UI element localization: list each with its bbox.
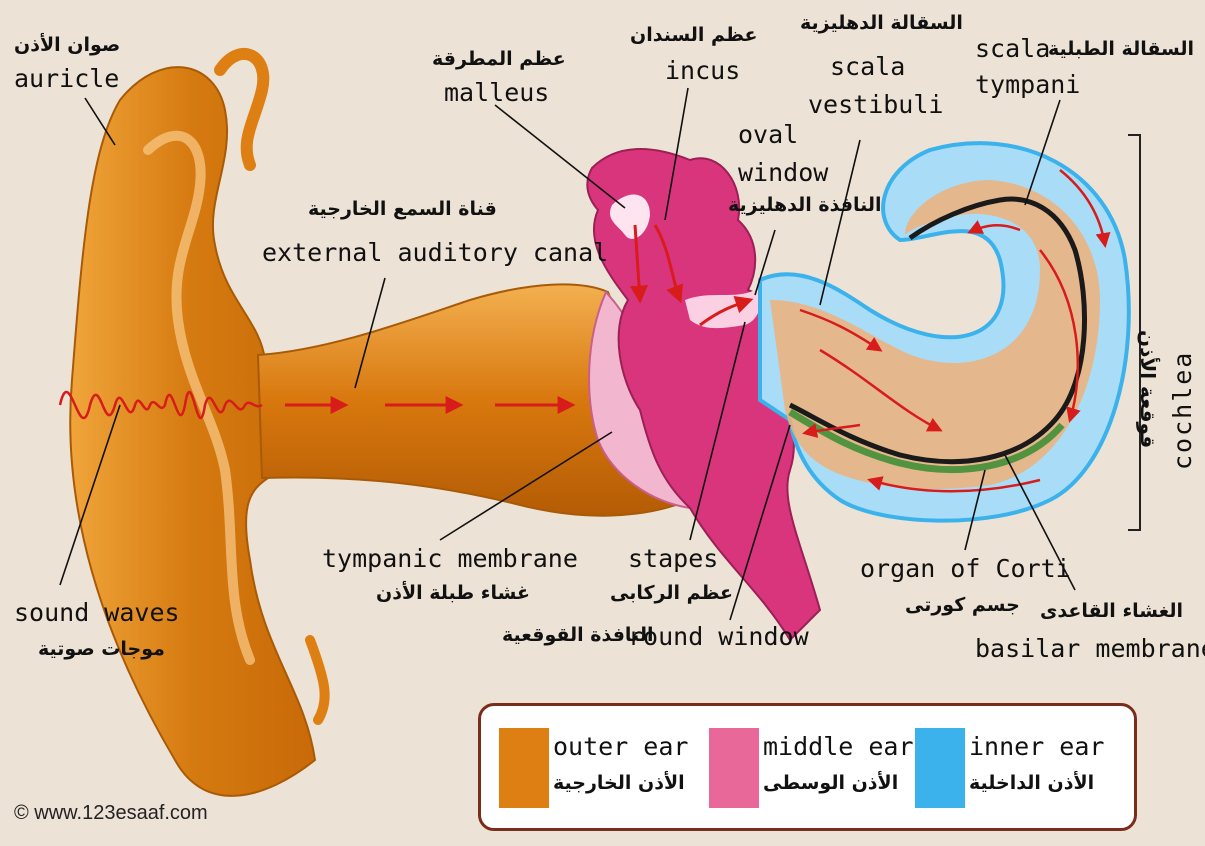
legend-inner-ear-ar: الأذن الداخلية <box>969 772 1094 794</box>
tympanic-membrane-label: tympanic membrane <box>322 546 578 571</box>
scala-vestibuli-label-ar: السقالة الدهليزية <box>800 14 963 33</box>
oval-window-label-1: oval <box>738 122 798 147</box>
basilar-membrane-label-ar: الغشاء القاعدى <box>1040 602 1183 621</box>
legend-outer-ear: outer ear <box>553 732 688 761</box>
legend-middle-ear-ar: الأذن الوسطى <box>763 772 898 794</box>
scala-tympani-label-2: tympani <box>975 72 1080 97</box>
scala-tympani-label-1: scala <box>975 36 1050 61</box>
scala-vestibuli-label-1: scala <box>830 54 905 79</box>
round-window-label: round window <box>628 624 809 649</box>
canal-label: external auditory canal <box>262 240 608 265</box>
organ-of-corti-label-ar: جسم كورتى <box>905 596 1020 615</box>
canal-label-ar: قناة السمع الخارجية <box>308 200 497 219</box>
sound-waves-label-ar: موجات صوتية <box>38 640 165 659</box>
cochlea-label: cochlea <box>1168 351 1197 470</box>
scala-tympani-label-ar: السقالة الطبلية <box>1048 40 1194 59</box>
stapes-label-ar: عظم الركابى <box>610 584 733 603</box>
auricle-label: auricle <box>14 66 119 91</box>
oval-window-label-ar: النافذة الدهليزية <box>728 196 882 215</box>
legend-outer-ear-ar: الأذن الخارجية <box>553 772 685 794</box>
malleus-label-ar: عظم المطرقة <box>432 50 566 69</box>
organ-of-corti-label: organ of Corti <box>860 556 1071 581</box>
outer-ear-swatch <box>499 728 549 808</box>
scala-vestibuli-label-2: vestibuli <box>808 92 943 117</box>
inner-ear-swatch <box>915 728 965 808</box>
auricle-label-ar: صوان الأذن <box>14 36 120 55</box>
cochlea-label-ar: قوقعة الأذن <box>1136 330 1160 448</box>
incus-label-ar: عظم السندان <box>630 26 757 45</box>
stapes-label: stapes <box>628 546 718 571</box>
copyright-text: © www.123esaaf.com <box>14 802 208 825</box>
middle-ear-swatch <box>709 728 759 808</box>
basilar-membrane-label: basilar membrane <box>975 636 1205 661</box>
legend-inner-ear: inner ear <box>969 732 1104 761</box>
malleus-label: malleus <box>444 80 549 105</box>
oval-window-label-2: window <box>738 160 828 185</box>
incus-label: incus <box>665 58 740 83</box>
tympanic-membrane-label-ar: غشاء طبلة الأذن <box>376 584 530 603</box>
legend: outer ear الأذن الخارجية middle ear الأذ… <box>478 703 1137 831</box>
sound-waves-label: sound waves <box>14 600 180 625</box>
legend-middle-ear: middle ear <box>763 732 914 761</box>
